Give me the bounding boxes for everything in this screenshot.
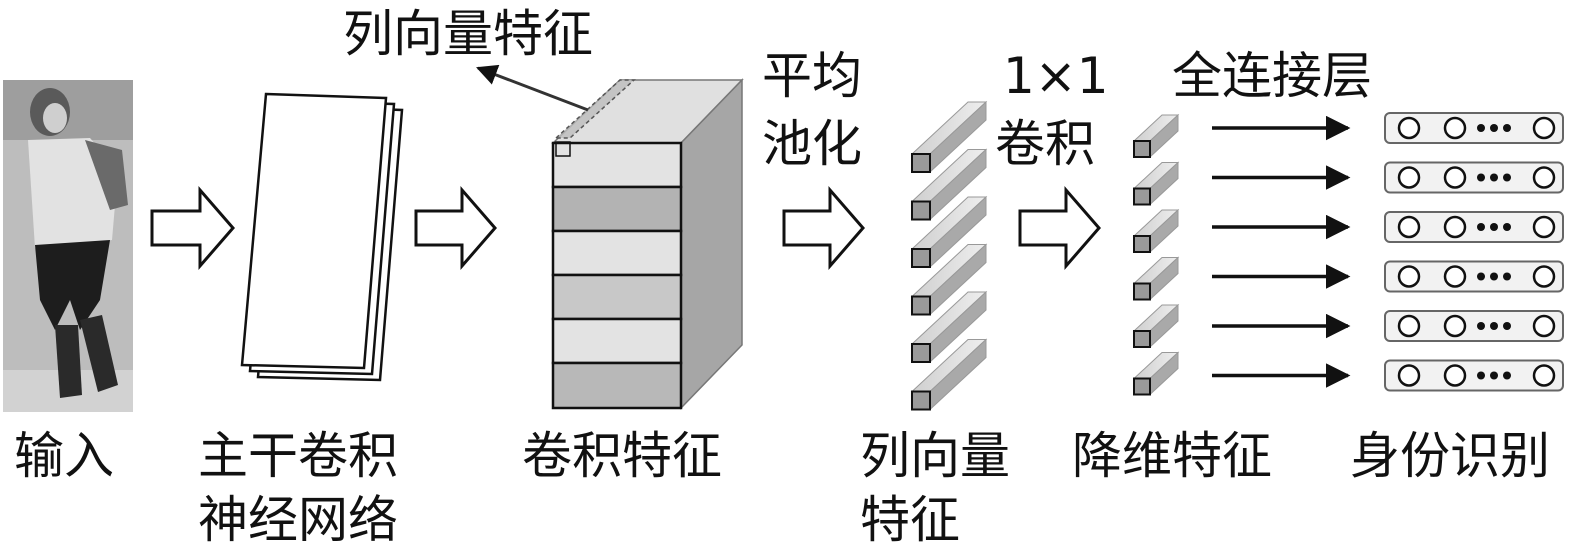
backbone-feature-maps <box>240 92 404 382</box>
avg-pool-label-1: 平均 <box>762 47 862 105</box>
conv1x1-label-1: 1×1 <box>1003 47 1109 105</box>
ellipsis-dot <box>1477 371 1485 380</box>
hollow-arrow-icon <box>1018 185 1101 271</box>
identity-rows <box>1384 112 1564 392</box>
column-vector-bar <box>910 338 988 411</box>
neuron-node <box>1443 265 1467 288</box>
neuron-node <box>1443 215 1467 239</box>
neuron-node <box>1532 215 1556 239</box>
ellipsis-dot <box>1490 322 1498 330</box>
neuron-node <box>1443 364 1467 387</box>
neuron-node <box>1397 265 1421 288</box>
ellipsis-dot <box>1477 124 1485 132</box>
neuron-node <box>1532 116 1556 140</box>
neuron-node <box>1397 166 1421 189</box>
hollow-arrow-icon <box>414 185 497 271</box>
neuron-node <box>1532 364 1556 387</box>
ellipsis-dot <box>1477 322 1485 330</box>
reduced-feature-bar <box>1132 208 1180 254</box>
neuron-node <box>1443 166 1467 189</box>
input-label: 输入 <box>14 427 114 485</box>
backbone-label-1: 主干卷积 <box>198 427 398 485</box>
ellipsis-dot <box>1490 223 1498 231</box>
reduced-feature-bar <box>1132 303 1180 349</box>
identity-node-row <box>1384 359 1564 392</box>
identity-label: 身份识别 <box>1350 427 1550 485</box>
column-vector-label-2: 特征 <box>860 491 960 549</box>
ellipsis-dot <box>1490 173 1498 182</box>
identity-node-row <box>1384 161 1564 194</box>
neuron-node <box>1532 265 1556 288</box>
input-person-image <box>3 80 133 412</box>
avg-pool-label-2: 池化 <box>762 115 862 173</box>
identity-node-row <box>1384 260 1564 293</box>
column-vector-bar <box>910 290 988 364</box>
identity-node-row <box>1384 211 1564 243</box>
ellipsis-dot <box>1490 124 1498 132</box>
column-vector-label-1: 列向量 <box>860 427 1010 485</box>
column-vector-bar <box>910 148 988 221</box>
ellipsis-dot <box>1503 124 1511 132</box>
neuron-node <box>1443 116 1467 140</box>
fc-layer-label: 全连接层 <box>1172 47 1372 105</box>
column-vector-bar <box>910 243 988 316</box>
neuron-node <box>1397 116 1421 140</box>
neuron-node <box>1532 314 1556 338</box>
backbone-label-2: 神经网络 <box>198 491 398 549</box>
reduced-feature-bar <box>1132 161 1180 206</box>
column-vector-bar <box>910 100 988 174</box>
neuron-node <box>1397 215 1421 239</box>
column-vector-callout: 列向量特征 <box>343 5 593 63</box>
conv-feature-block <box>476 64 744 410</box>
conv1x1-label-2: 卷积 <box>995 115 1095 173</box>
neuron-node <box>1443 314 1467 338</box>
neuron-node <box>1532 166 1556 189</box>
identity-node-row <box>1384 310 1564 342</box>
reduced-feature-bar <box>1132 256 1180 301</box>
ellipsis-dot <box>1477 272 1485 281</box>
hollow-arrow-icon <box>782 185 865 271</box>
column-vector-bar <box>910 195 988 269</box>
neuron-node <box>1397 314 1421 338</box>
ellipsis-dot <box>1503 223 1511 231</box>
neuron-node <box>1397 364 1421 387</box>
identity-node-row <box>1384 112 1564 144</box>
fc-arrows <box>1212 115 1351 388</box>
ellipsis-dot <box>1503 371 1511 380</box>
reduced-feature-bars <box>1132 113 1180 396</box>
ellipsis-dot <box>1503 272 1511 281</box>
column-vector-highlight <box>554 79 636 157</box>
reduced-features-label: 降维特征 <box>1072 427 1272 485</box>
ellipsis-dot <box>1503 322 1511 330</box>
ellipsis-dot <box>1490 272 1498 281</box>
reduced-feature-bar <box>1132 351 1180 396</box>
conv-features-label: 卷积特征 <box>522 427 722 485</box>
ellipsis-dot <box>1490 371 1498 380</box>
column-vector-bars <box>910 100 988 411</box>
ellipsis-dot <box>1477 173 1485 182</box>
reduced-feature-bar <box>1132 113 1180 159</box>
ellipsis-dot <box>1477 223 1485 231</box>
ellipsis-dot <box>1503 173 1511 182</box>
hollow-arrow-icon <box>150 185 235 271</box>
